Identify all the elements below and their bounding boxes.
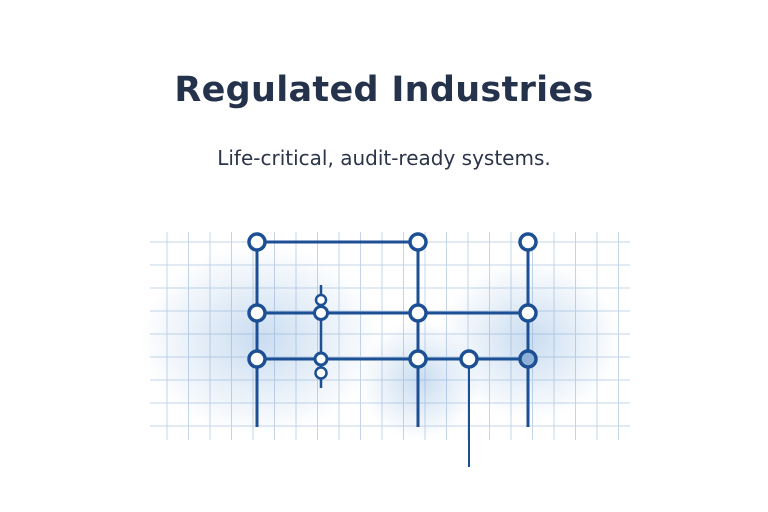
node — [247, 303, 267, 323]
circuit-traces — [255, 240, 530, 467]
page-subtitle: Life-critical, audit-ready systems. — [217, 146, 551, 170]
circuit-nodes — [247, 232, 538, 380]
node — [314, 366, 328, 380]
node — [408, 303, 428, 323]
node — [408, 349, 428, 369]
page-title: Regulated Industries — [174, 70, 594, 110]
node — [459, 349, 479, 369]
node — [313, 351, 329, 367]
node — [247, 232, 267, 252]
node — [518, 349, 538, 369]
node — [314, 293, 328, 307]
node — [247, 349, 267, 369]
glow-areas — [140, 245, 620, 440]
node — [518, 303, 538, 323]
node — [313, 305, 329, 321]
node — [408, 232, 428, 252]
node — [518, 232, 538, 252]
